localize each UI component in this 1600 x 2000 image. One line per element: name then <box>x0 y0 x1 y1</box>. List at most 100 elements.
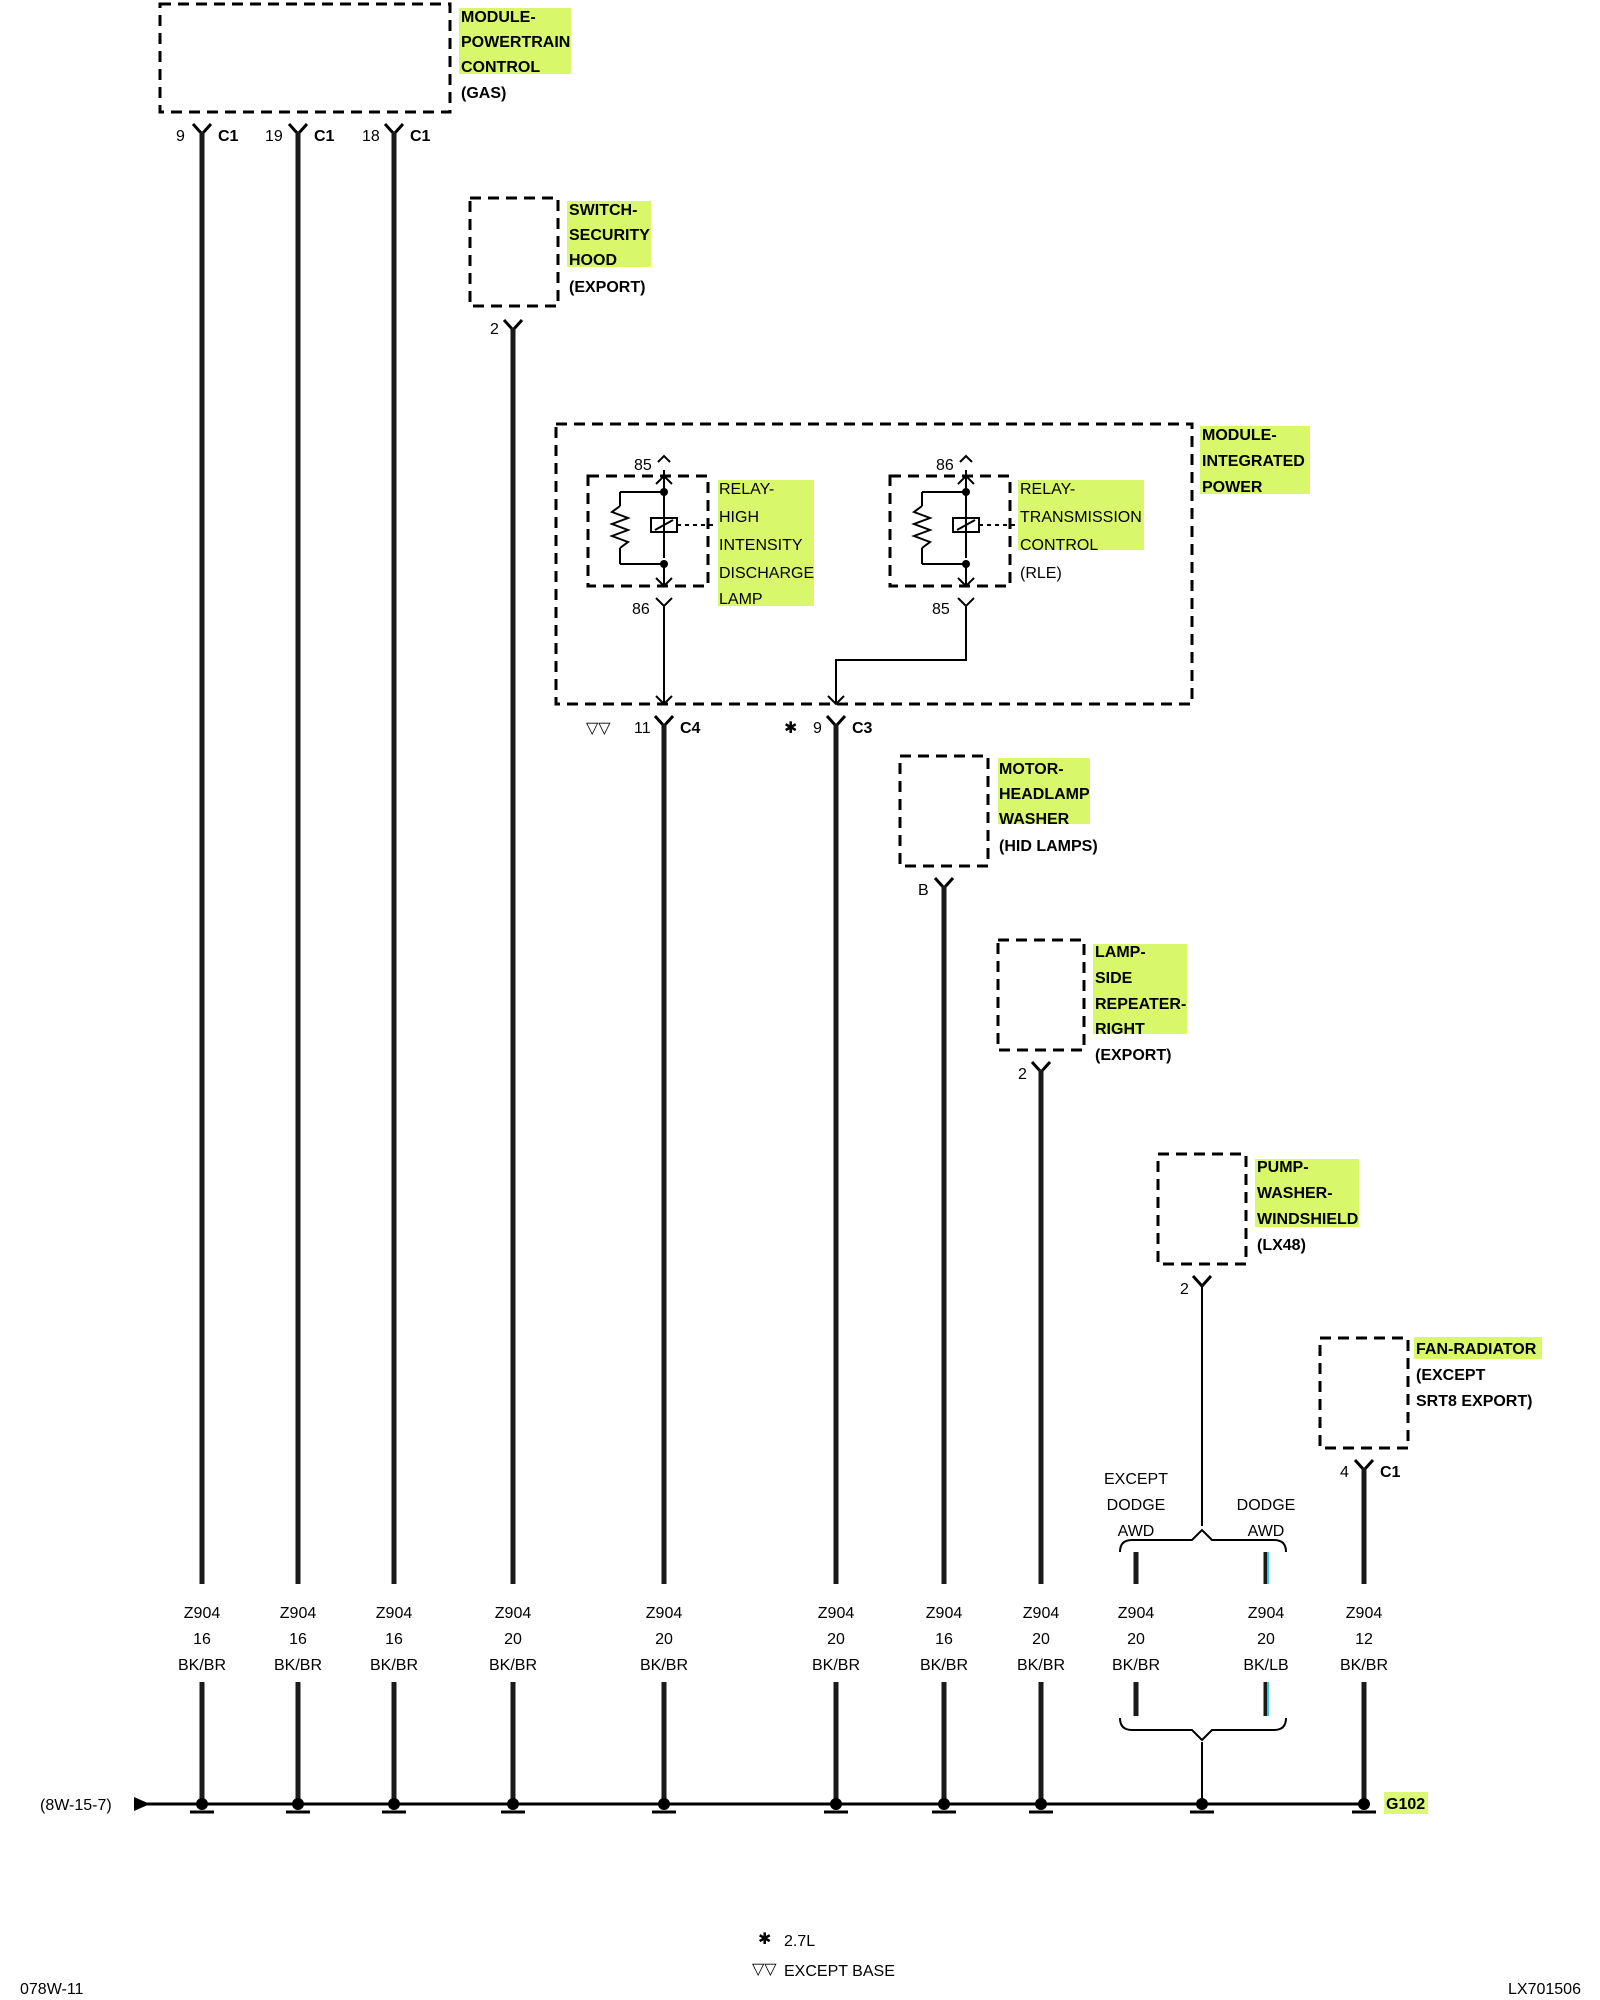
wire-circuit: Z904 <box>376 1605 413 1622</box>
hid-pin-top: 85 <box>634 457 652 474</box>
wire-circuit: Z904 <box>926 1605 963 1622</box>
except-dodge-awd-1: EXCEPT <box>1104 1471 1168 1488</box>
hid-name-3: INTENSITY <box>719 537 803 554</box>
wire-gauge: 20 <box>1127 1631 1145 1648</box>
legend-text-1: 2.7L <box>784 1933 815 1950</box>
pcm-18-pin: 18 <box>362 128 380 145</box>
splice-dot <box>1035 1798 1047 1810</box>
wire-color: BK/BR <box>178 1657 226 1674</box>
dodge-awd-1: DODGE <box>1237 1497 1296 1514</box>
wire-gauge: 20 <box>655 1631 673 1648</box>
hood-switch-box <box>468 196 560 308</box>
wire-circuit: Z904 <box>818 1605 855 1622</box>
wire-color: BK/BR <box>1340 1657 1388 1674</box>
legend-symbol-2: ▽▽ <box>752 1961 777 1978</box>
washer-note: (HID LAMPS) <box>999 838 1098 855</box>
except-dodge-awd-3: AWD <box>1118 1523 1155 1540</box>
pcm-9-pin: 9 <box>176 128 185 145</box>
trans-name-3: CONTROL <box>1020 537 1098 554</box>
washer-name-3: WASHER <box>999 811 1070 828</box>
splice-dot <box>1358 1798 1370 1810</box>
pump-note: (LX48) <box>1257 1237 1306 1254</box>
wire-color: BK/BR <box>1112 1657 1160 1674</box>
c4-mark: ▽▽ <box>586 720 611 737</box>
pcm-9-conn: C1 <box>218 128 239 145</box>
c4-conn: C4 <box>680 720 701 737</box>
pcm-box <box>158 2 452 114</box>
trans-relay-internals <box>911 454 1018 588</box>
hood-note: (EXPORT) <box>569 279 645 296</box>
washer-pin: B <box>918 882 929 899</box>
label-highlights <box>459 8 1542 1359</box>
wire-color: BK/LB <box>1243 1657 1288 1674</box>
pcm-name-1: MODULE- <box>461 9 536 26</box>
wire-circuit: Z904 <box>495 1605 532 1622</box>
repeater-pin: 2 <box>1018 1066 1027 1083</box>
trans-pin-top: 86 <box>936 457 954 474</box>
hid-pin-bottom: 86 <box>632 601 650 618</box>
ipm-name-1: MODULE- <box>1202 427 1277 444</box>
hid-junction-1 <box>660 488 668 496</box>
wire-gauge: 16 <box>193 1631 211 1648</box>
c4-pin: 11 <box>634 720 651 737</box>
hid-name-4: DISCHARGE <box>719 565 814 582</box>
hid-junction-2 <box>660 560 668 568</box>
hid-relay-internals <box>609 454 716 588</box>
trans-name-1: RELAY- <box>1020 481 1075 498</box>
hid-relay-label: RELAY- HIGH INTENSITY DISCHARGE LAMP <box>719 481 814 608</box>
hid-relay-box <box>586 474 710 588</box>
wire-circuit: Z904 <box>280 1605 317 1622</box>
c3-conn: C3 <box>852 720 873 737</box>
footer-right: LX701506 <box>1508 1981 1581 1998</box>
splice-dots <box>190 1798 1376 1814</box>
pump-pin: 2 <box>1180 1281 1189 1298</box>
except-dodge-awd-2: DODGE <box>1107 1497 1166 1514</box>
variant-labels: EXCEPT DODGE AWD DODGE AWD <box>1104 1471 1295 1540</box>
headlamp-washer-label: MOTOR- HEADLAMP WASHER (HID LAMPS) <box>999 761 1098 855</box>
pcm-name-2: POWERTRAIN <box>461 34 570 51</box>
wire-color: BK/BR <box>489 1657 537 1674</box>
wire-gauge: 20 <box>504 1631 522 1648</box>
hid-name-5: LAMP <box>719 591 763 608</box>
splice-dot <box>1196 1798 1208 1810</box>
footer-left: 078W-11 <box>20 1981 84 1998</box>
ipm-box <box>554 422 1194 706</box>
wire-gauge: 16 <box>289 1631 307 1648</box>
ipm-name-2: INTEGRATED <box>1202 453 1305 470</box>
splice-dot <box>388 1798 400 1810</box>
fan-conn: C1 <box>1380 1464 1401 1481</box>
washer-name-2: HEADLAMP <box>999 786 1090 803</box>
hid-name-1: RELAY- <box>719 481 774 498</box>
trans-note: (RLE) <box>1020 565 1062 582</box>
washer-name-1: MOTOR- <box>999 761 1064 778</box>
ipm-name-3: POWER <box>1202 479 1263 496</box>
wire-circuit: Z904 <box>1118 1605 1155 1622</box>
hood-switch-label: SWITCH- SECURITY HOOD (EXPORT) <box>569 202 650 296</box>
side-repeater-label: LAMP- SIDE REPEATER- RIGHT (EXPORT) <box>1095 944 1186 1064</box>
trans-relay-box <box>888 474 1012 588</box>
dodge-awd-2: AWD <box>1248 1523 1285 1540</box>
wire-circuit: Z904 <box>1023 1605 1060 1622</box>
repeater-note: (EXPORT) <box>1095 1047 1171 1064</box>
splice-dot <box>658 1798 670 1810</box>
ground-ref: (8W-15-7) <box>40 1797 112 1814</box>
pcm-19-pin: 19 <box>265 128 283 145</box>
trans-relay-label: RELAY- TRANSMISSION CONTROL (RLE) <box>1020 481 1142 582</box>
connector-forks <box>191 122 1375 1473</box>
splice-dot <box>938 1798 950 1810</box>
ipm-internal-wires <box>655 597 975 706</box>
wire-gauge: 16 <box>385 1631 403 1648</box>
wire-gauge: 20 <box>1257 1631 1275 1648</box>
wire-color: BK/BR <box>274 1657 322 1674</box>
wire-gauge: 20 <box>827 1631 845 1648</box>
trans-pin-bottom: 85 <box>932 601 950 618</box>
fan-note-1: (EXCEPT <box>1416 1367 1486 1384</box>
ground-name-fg: G102 <box>1386 1796 1425 1813</box>
pcm-label: MODULE- POWERTRAIN CONTROL (GAS) <box>461 9 570 102</box>
pump-name-2: WASHER- <box>1257 1185 1333 1202</box>
splice-dot <box>507 1798 519 1810</box>
hood-pin: 2 <box>490 321 499 338</box>
wire-gauge: 20 <box>1032 1631 1050 1648</box>
pcm-19-conn: C1 <box>314 128 335 145</box>
